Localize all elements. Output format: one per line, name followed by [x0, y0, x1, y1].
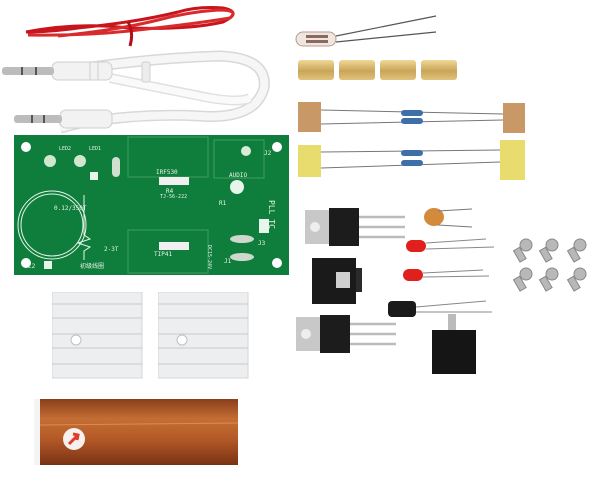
coil-label: 初级线圈: [80, 262, 104, 270]
electrolytic-capacitor: [388, 297, 493, 322]
screws: [512, 236, 600, 296]
heatsink-left: [52, 292, 144, 380]
led1-label: LED1: [89, 146, 101, 152]
audio-label: AUDIO: [229, 172, 247, 179]
pll-tc-label: PLL TC: [267, 200, 276, 229]
q1-alt-label: TJ-56-222: [160, 194, 187, 200]
led-2: [403, 265, 493, 285]
neon-bulb: [290, 8, 440, 53]
pcb-board: 0.12/350T 2-3T IRF530 TJ-56-222 TIP41 AU…: [14, 135, 289, 275]
transistor-1: [305, 208, 405, 248]
led2-label: LED2: [59, 146, 71, 152]
coil-spec-text: 0.12/350T: [54, 205, 87, 212]
primary-text: 2-3T: [104, 246, 119, 253]
r4-label: R4: [166, 188, 174, 195]
j3-label: J3: [258, 240, 266, 247]
dc-label: DC15-24V: [206, 245, 212, 269]
standoff: [298, 60, 334, 80]
q2-label: TIP41: [154, 251, 172, 258]
transistor-2: [296, 315, 396, 355]
audio-jack: [312, 258, 364, 304]
resistors: [295, 100, 530, 185]
q1-label: IRF530: [156, 169, 178, 176]
r1-label: R1: [219, 200, 227, 207]
dc-power-jack: [428, 314, 478, 374]
secondary-coil: [34, 397, 244, 469]
standoff: [421, 60, 457, 80]
standoff: [380, 60, 416, 80]
led-1: [406, 236, 496, 256]
audio-cable: [0, 48, 280, 138]
red-wire: [18, 2, 243, 52]
brass-standoffs: [298, 60, 457, 80]
standoff: [339, 60, 375, 80]
j1-label: J1: [224, 258, 232, 265]
heatsink-right: [158, 292, 250, 380]
ceramic-capacitor: [422, 203, 472, 238]
j2-label: J2: [264, 150, 272, 157]
l2-label: L2: [28, 263, 36, 270]
